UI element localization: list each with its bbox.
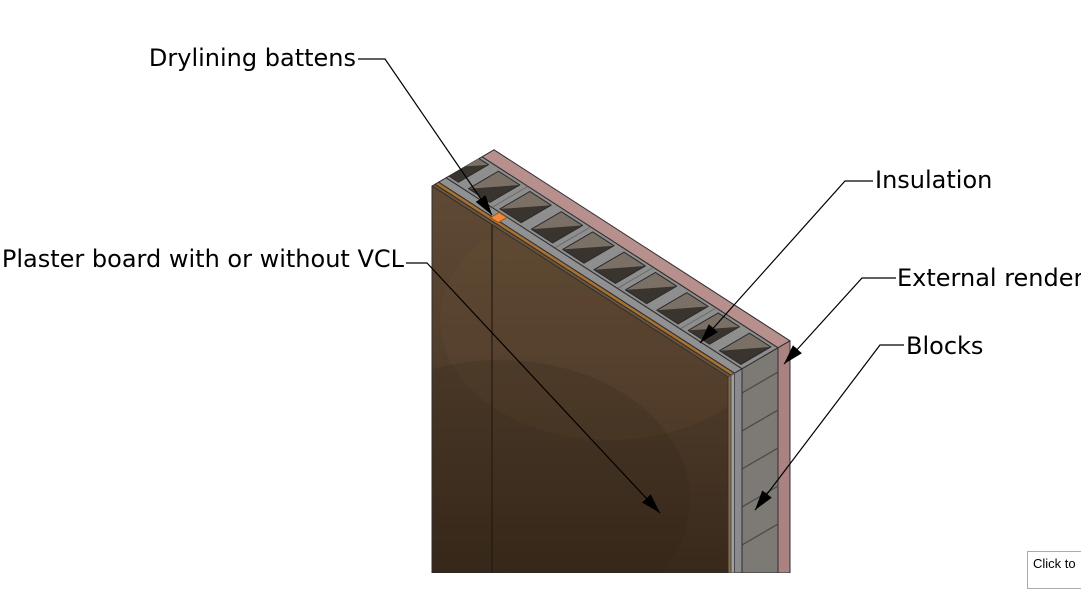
insulation-end-face [734,368,743,573]
label-insulation: Insulation [875,166,992,194]
blocks-end-face [741,347,779,573]
leader-insulation [699,180,873,344]
drylining-batten-highlight [489,211,508,224]
click-to-tooltip[interactable]: Click to [1027,551,1081,589]
leader-drylining-battens [358,58,493,216]
wall-construction-diagram: Drylining battens Plaster board with or … [2,44,1081,573]
battens-end-edge [730,372,735,573]
block-course-lines [742,371,778,546]
leader-plaster-board [406,262,661,514]
external-render-end-face [777,340,791,573]
label-plaster-board: Plaster board with or without VCL [2,245,405,273]
leader-blocks [754,344,904,511]
label-drylining-battens: Drylining battens [149,44,356,72]
label-external-render: External render [897,264,1081,292]
leader-external-render [783,277,896,365]
label-blocks: Blocks [906,332,983,360]
plasterboard-front-face [431,185,729,573]
click-to-tooltip-text: Click to [1033,556,1076,571]
